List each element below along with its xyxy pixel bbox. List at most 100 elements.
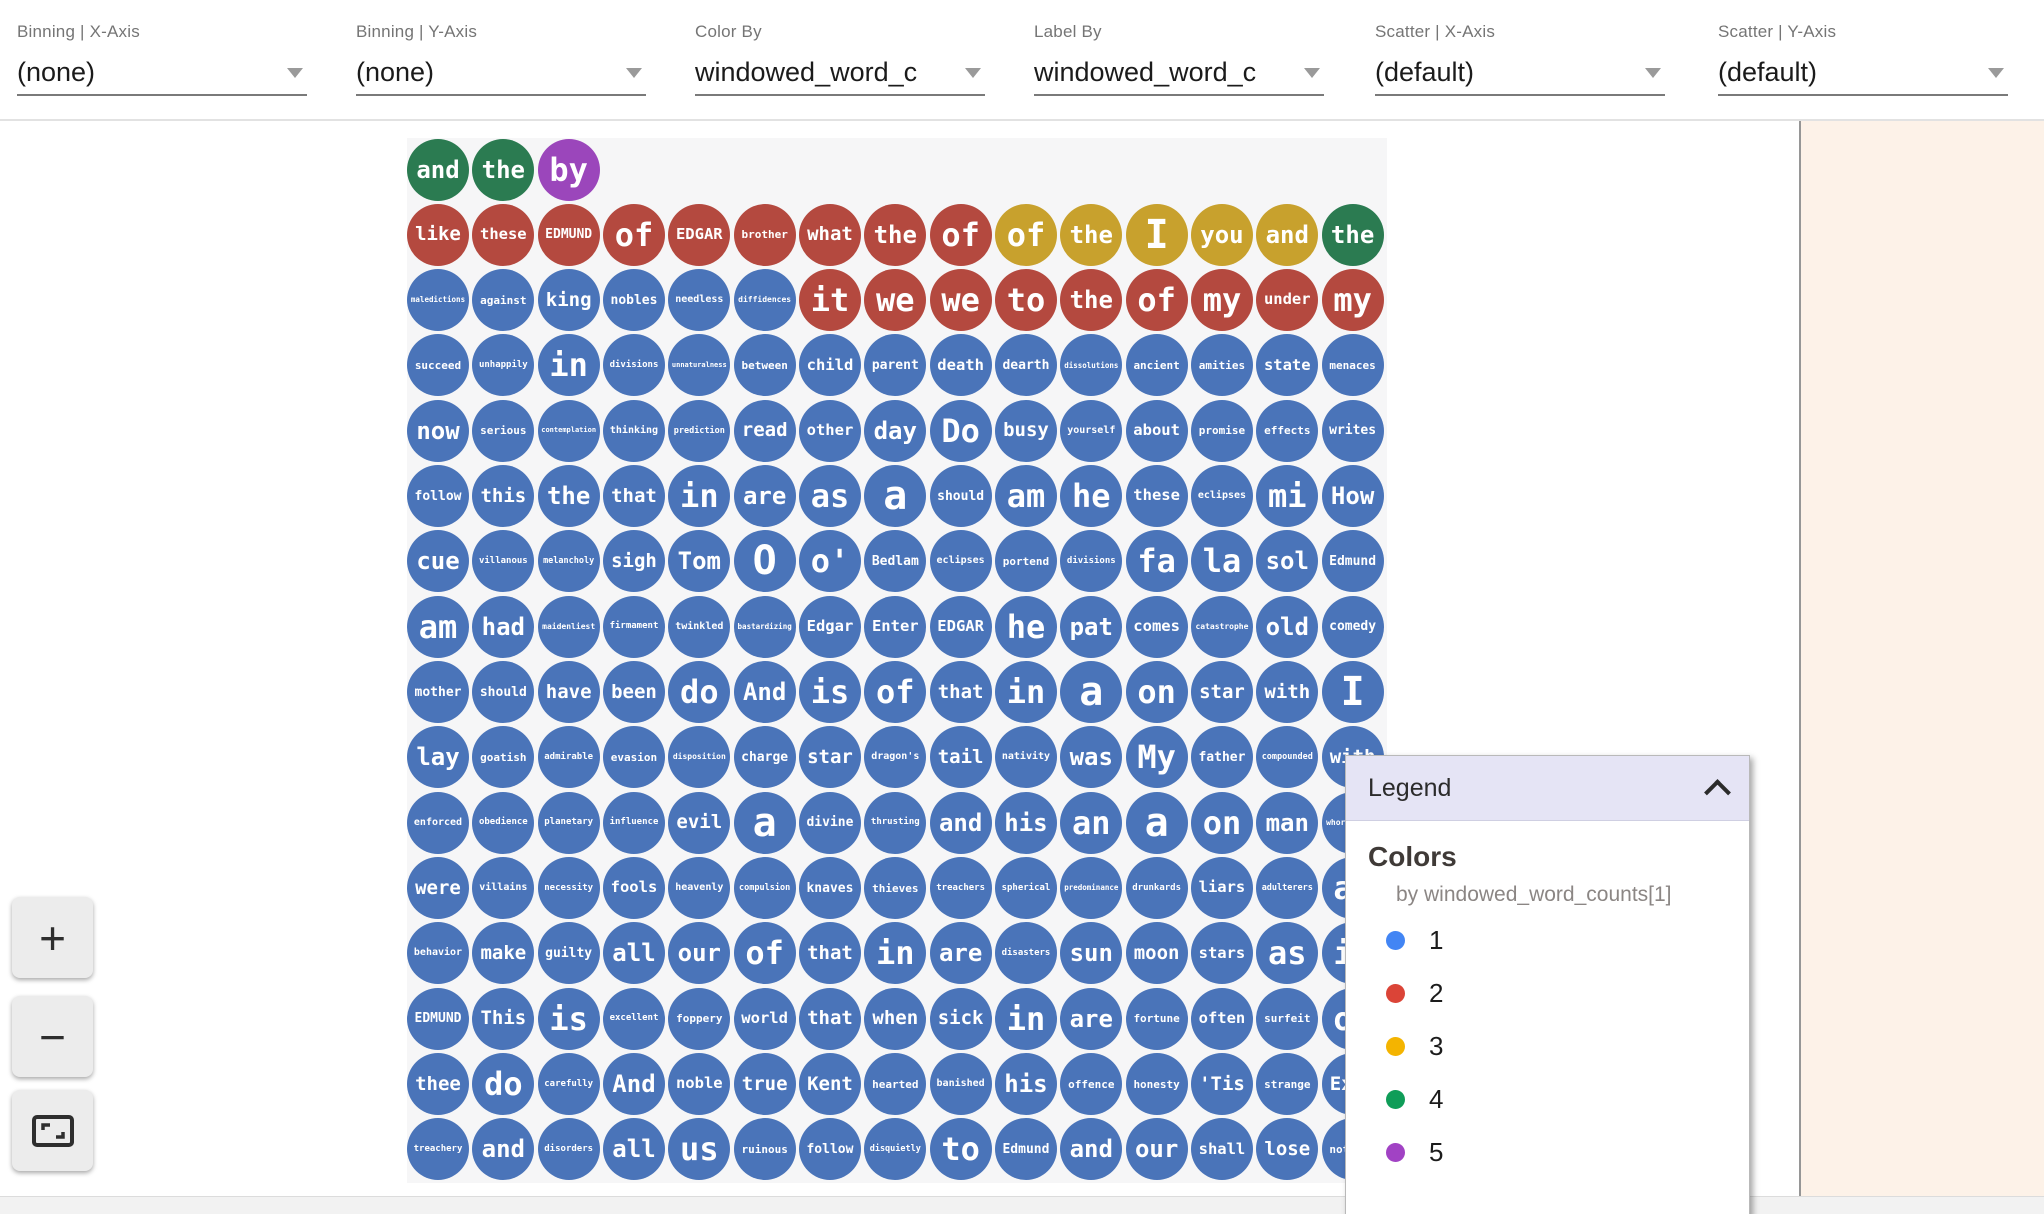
word-bubble[interactable]: This bbox=[472, 987, 535, 1050]
word-bubble[interactable]: our bbox=[1125, 1118, 1188, 1181]
word-bubble[interactable]: strange bbox=[1256, 1053, 1319, 1116]
word-bubble[interactable]: admirable bbox=[537, 726, 600, 789]
word-bubble[interactable]: man bbox=[1256, 791, 1319, 854]
word-bubble[interactable]: la bbox=[1190, 530, 1253, 593]
word-bubble[interactable]: ruinous bbox=[733, 1118, 796, 1181]
word-bubble[interactable]: serious bbox=[472, 399, 535, 462]
word-bubble[interactable]: other bbox=[798, 399, 861, 462]
word-bubble[interactable]: o' bbox=[798, 530, 861, 593]
word-bubble[interactable]: catastrophe bbox=[1190, 595, 1253, 658]
word-bubble[interactable]: are bbox=[733, 465, 796, 528]
legend-header[interactable]: Legend bbox=[1346, 756, 1749, 821]
word-bubble[interactable]: promise bbox=[1190, 399, 1253, 462]
word-bubble[interactable]: foppery bbox=[668, 987, 731, 1050]
word-bubble[interactable]: day bbox=[864, 399, 927, 462]
word-bubble[interactable]: 'Tis bbox=[1190, 1053, 1253, 1116]
word-bubble[interactable]: his bbox=[994, 1053, 1057, 1116]
word-bubble[interactable]: the bbox=[864, 203, 927, 266]
word-bubble[interactable]: tail bbox=[929, 726, 992, 789]
word-bubble[interactable]: mother bbox=[407, 661, 469, 724]
word-bubble[interactable]: as bbox=[1256, 922, 1319, 985]
word-bubble[interactable]: adulterers bbox=[1256, 857, 1319, 920]
word-bubble[interactable]: we bbox=[864, 269, 927, 332]
word-bubble[interactable]: of bbox=[994, 203, 1057, 266]
word-bubble[interactable]: our bbox=[668, 922, 731, 985]
word-bubble[interactable]: of bbox=[1125, 269, 1188, 332]
word-bubble[interactable]: firmament bbox=[602, 595, 665, 658]
word-bubble[interactable]: am bbox=[407, 595, 469, 658]
word-bubble[interactable]: diffidences bbox=[733, 269, 796, 332]
word-bubble[interactable]: in bbox=[537, 334, 600, 397]
color-by-select[interactable]: windowed_word_c bbox=[695, 52, 985, 96]
word-bubble[interactable]: are bbox=[929, 922, 992, 985]
word-bubble[interactable]: in bbox=[864, 922, 927, 985]
word-bubble[interactable]: follow bbox=[798, 1118, 861, 1181]
word-bubble[interactable]: a bbox=[864, 465, 927, 528]
word-bubble[interactable]: surfeit bbox=[1256, 987, 1319, 1050]
word-bubble[interactable]: as bbox=[798, 465, 861, 528]
word-bubble[interactable]: busy bbox=[994, 399, 1057, 462]
word-bubble[interactable]: sol bbox=[1256, 530, 1319, 593]
word-bubble[interactable]: you bbox=[1190, 203, 1253, 266]
word-bubble[interactable]: disquietly bbox=[864, 1118, 927, 1181]
word-bubble[interactable]: the bbox=[1060, 203, 1123, 266]
word-bubble[interactable]: we bbox=[929, 269, 992, 332]
word-bubble[interactable]: thee bbox=[407, 1053, 469, 1116]
word-bubble[interactable]: EDMUND bbox=[407, 987, 469, 1050]
word-bubble[interactable]: on bbox=[1190, 791, 1253, 854]
word-bubble[interactable]: us bbox=[668, 1118, 731, 1181]
word-bubble[interactable]: the bbox=[472, 138, 535, 201]
word-bubble[interactable]: all bbox=[602, 1118, 665, 1181]
word-bubble[interactable]: EDGAR bbox=[668, 203, 731, 266]
fit-to-screen-button[interactable] bbox=[12, 1090, 93, 1171]
word-bubble[interactable]: in bbox=[994, 987, 1057, 1050]
word-bubble[interactable]: I bbox=[1321, 661, 1384, 724]
word-bubble[interactable]: of bbox=[733, 922, 796, 985]
word-bubble[interactable]: maledictions bbox=[407, 269, 469, 332]
word-bubble[interactable]: Edmund bbox=[994, 1118, 1057, 1181]
word-bubble[interactable]: read bbox=[733, 399, 796, 462]
word-bubble[interactable]: melancholy bbox=[537, 530, 600, 593]
word-bubble[interactable]: Kent bbox=[798, 1053, 861, 1116]
word-bubble[interactable]: writes bbox=[1321, 399, 1384, 462]
word-bubble[interactable]: his bbox=[994, 791, 1057, 854]
word-bubble[interactable]: menaces bbox=[1321, 334, 1384, 397]
word-bubble[interactable]: sick bbox=[929, 987, 992, 1050]
word-bubble[interactable]: unnaturalness bbox=[668, 334, 731, 397]
word-bubble[interactable]: planetary bbox=[537, 791, 600, 854]
word-bubble[interactable]: he bbox=[994, 595, 1057, 658]
word-bubble[interactable]: fa bbox=[1125, 530, 1188, 593]
word-bubble[interactable]: unhappily bbox=[472, 334, 535, 397]
word-bubble[interactable]: is bbox=[537, 987, 600, 1050]
word-bubble[interactable]: bastardizing bbox=[733, 595, 796, 658]
word-bubble[interactable]: the bbox=[1321, 203, 1384, 266]
word-bubble[interactable]: brother bbox=[733, 203, 796, 266]
word-bubble[interactable]: fools bbox=[602, 857, 665, 920]
word-bubble[interactable]: predominance bbox=[1060, 857, 1123, 920]
word-bubble[interactable]: under bbox=[1256, 269, 1319, 332]
word-bubble[interactable]: treachery bbox=[407, 1118, 469, 1181]
word-bubble[interactable]: should bbox=[472, 661, 535, 724]
word-bubble[interactable]: and bbox=[472, 1118, 535, 1181]
word-bubble[interactable]: fortune bbox=[1125, 987, 1188, 1050]
word-bubble[interactable]: amities bbox=[1190, 334, 1253, 397]
word-bubble[interactable]: contemplation bbox=[537, 399, 600, 462]
word-bubble[interactable]: behavior bbox=[407, 922, 469, 985]
word-bubble[interactable]: Tom bbox=[668, 530, 731, 593]
word-bubble[interactable]: lay bbox=[407, 726, 469, 789]
word-bubble[interactable]: this bbox=[472, 465, 535, 528]
word-bubble[interactable]: a bbox=[1125, 791, 1188, 854]
word-bubble[interactable]: to bbox=[929, 1118, 992, 1181]
word-bubble[interactable]: to bbox=[994, 269, 1057, 332]
word-bubble[interactable]: I bbox=[1125, 203, 1188, 266]
word-bubble[interactable]: my bbox=[1321, 269, 1384, 332]
word-bubble[interactable]: old bbox=[1256, 595, 1319, 658]
word-bubble[interactable]: twinkled bbox=[668, 595, 731, 658]
word-bubble[interactable]: star bbox=[798, 726, 861, 789]
word-bubble[interactable]: Enter bbox=[864, 595, 927, 658]
word-bubble[interactable]: excellent bbox=[602, 987, 665, 1050]
word-bubble[interactable]: evil bbox=[668, 791, 731, 854]
word-bubble[interactable]: and bbox=[929, 791, 992, 854]
word-bubble[interactable]: spherical bbox=[994, 857, 1057, 920]
word-bubble[interactable]: charge bbox=[733, 726, 796, 789]
